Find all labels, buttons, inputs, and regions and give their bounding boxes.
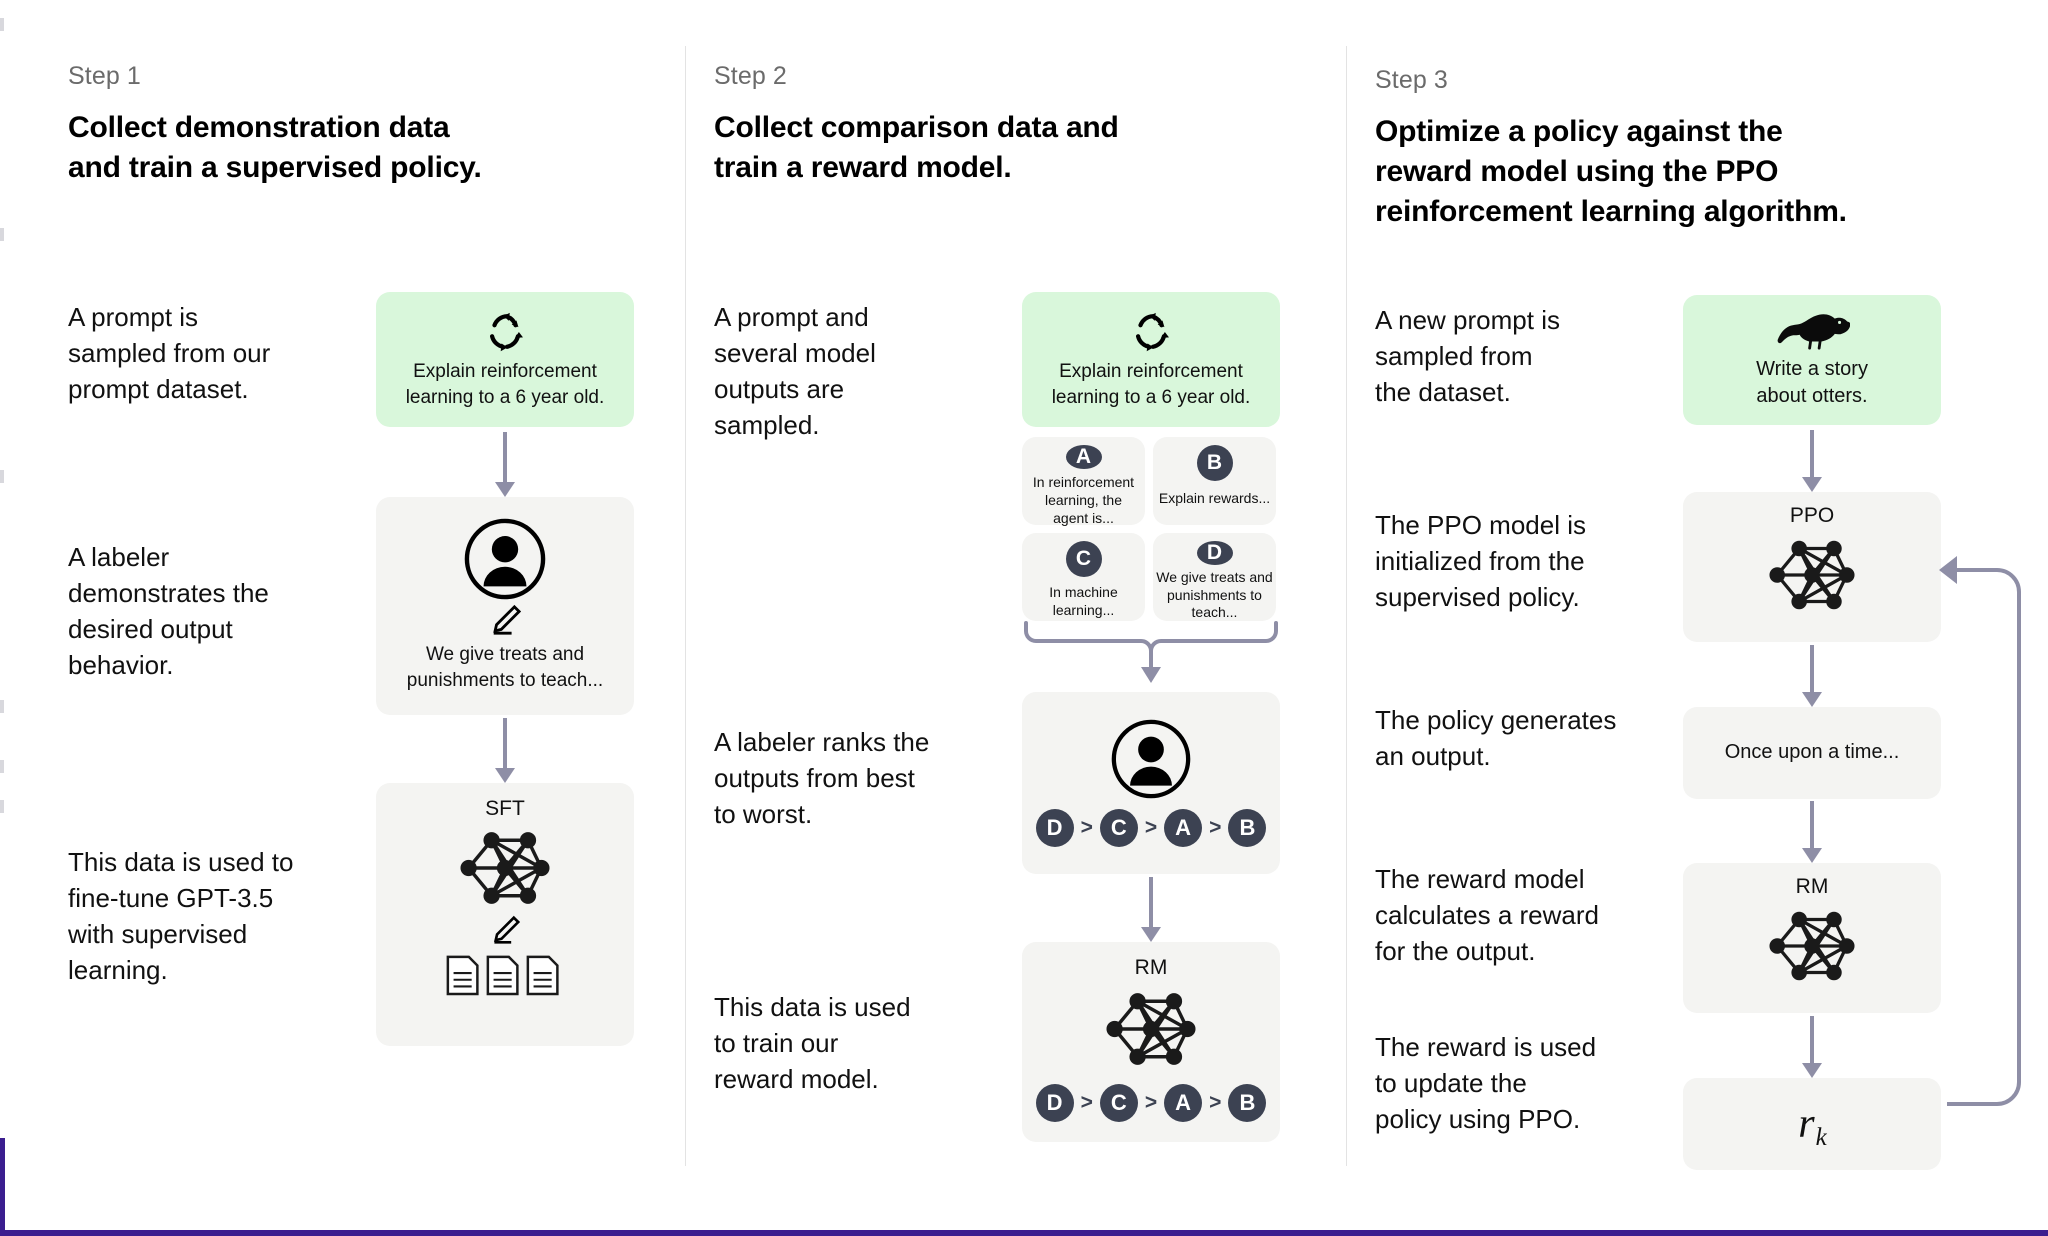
column-divider-1 <box>685 46 686 1166</box>
step-2-desc-1: A prompt and several model outputs are s… <box>714 302 876 440</box>
neural-network-icon <box>1093 984 1209 1074</box>
step-1-desc-3: This data is used to fine-tune GPT-3.5 w… <box>68 847 294 985</box>
step-3-column: Step 3 Optimize a policy against the rew… <box>1347 0 2021 1180</box>
step-3-ppo-card[interactable]: PPO <box>1683 492 1941 642</box>
step-2-desc-3: This data is used to train our reward mo… <box>714 992 911 1094</box>
pencil-icon <box>489 915 521 945</box>
rm-rank-chip-1: D <box>1035 1084 1074 1122</box>
step-2-rm-title: RM <box>1134 956 1168 979</box>
output-tag-a: A <box>1065 445 1102 469</box>
column-divider-2 <box>1346 46 1347 1166</box>
output-tag-d: D <box>1196 541 1233 565</box>
step-3-prompt-caption: Write a story about otters. <box>1756 357 1868 407</box>
neural-network-icon <box>1756 903 1868 989</box>
recycle-arrows-icon <box>482 309 528 353</box>
step-3-arrow-3 <box>1801 801 1823 863</box>
step-3-ppo-title: PPO <box>1789 504 1835 527</box>
step-2-title: Collect comparison data and train a rewa… <box>714 111 1119 184</box>
step-1-label: Step 1 <box>68 62 141 90</box>
rm-rank-chip-4: B <box>1228 1084 1267 1122</box>
step-2-prompt-card[interactable]: Explain reinforcement learning to a 6 ye… <box>1022 292 1280 427</box>
rank-chip-2: C <box>1099 809 1138 847</box>
rank-chip-1: D <box>1035 809 1074 847</box>
rank-gt-1: > <box>1080 816 1093 839</box>
output-d-text: We give treats and punishments to teach.… <box>1156 569 1273 620</box>
step-1-sft-title: SFT <box>485 797 525 820</box>
reward-symbol: rk <box>1798 1101 1827 1151</box>
step-2-labeler-ranking: D > C > A > B <box>1035 809 1267 847</box>
step-2-output-d[interactable]: D We give treats and punishments to teac… <box>1153 533 1276 621</box>
step-3-rm-card[interactable]: RM <box>1683 863 1941 1013</box>
step-3-desc-5: The reward is used to update the policy … <box>1375 1032 1597 1134</box>
step-3-output-card[interactable]: Once upon a time... <box>1683 707 1941 799</box>
step-1-labeler-caption: We give treats and punishments to teach.… <box>406 644 604 691</box>
step-3-label: Step 3 <box>1375 66 1448 94</box>
step-3-reward-card[interactable]: rk <box>1683 1078 1941 1170</box>
step-1-prompt-caption: Explain reinforcement learning to a 6 ye… <box>405 360 605 408</box>
person-circle-icon <box>464 518 546 600</box>
step-1-desc-2: A labeler demonstrates the desired outpu… <box>68 542 269 680</box>
step-3-feedback-arrow <box>1939 548 2025 1128</box>
step-1-title: Collect demonstration data and train a s… <box>68 111 482 184</box>
step-2-output-c[interactable]: C In machine learning... <box>1022 533 1145 621</box>
page-edge-ticks <box>0 0 6 1180</box>
step-1-sft-card[interactable]: SFT <box>376 783 634 1046</box>
rm-rank-chip-3: A <box>1164 1084 1203 1122</box>
reward-subscript: k <box>1815 1124 1827 1151</box>
step-2-column: Step 2 Collect comparison data and train… <box>686 0 1346 1180</box>
neural-network-icon <box>1756 532 1868 618</box>
browser-left-accent <box>0 1138 5 1236</box>
step-2-rm-card[interactable]: RM <box>1022 942 1280 1142</box>
pencil-icon <box>488 604 522 636</box>
step-2-output-b[interactable]: B Explain rewards... <box>1153 437 1276 525</box>
output-a-text: In reinforcement learning, the agent is.… <box>1032 474 1135 527</box>
rank-gt-2: > <box>1144 816 1158 839</box>
rm-rank-chip-2: C <box>1099 1084 1138 1122</box>
neural-network-icon <box>447 823 563 913</box>
step-3-output-caption: Once upon a time... <box>1724 741 1900 764</box>
step-2-labeler-rank-card[interactable]: D > C > A > B <box>1022 692 1280 874</box>
otter-icon <box>1774 310 1850 352</box>
step-1-column: Step 1 Collect demonstration data and tr… <box>40 0 685 1180</box>
step-1-arrow-1 <box>494 432 516 497</box>
rank-chip-3: A <box>1164 809 1203 847</box>
rm-rank-gt-3: > <box>1209 1091 1222 1114</box>
browser-bottom-accent <box>0 1230 2048 1236</box>
step-3-arrow-2 <box>1801 645 1823 707</box>
step-2-rm-ranking: D > C > A > B <box>1035 1084 1267 1122</box>
person-circle-icon <box>1111 719 1191 799</box>
step-3-desc-4: The reward model calculates a reward for… <box>1375 864 1599 966</box>
output-c-text: In machine learning... <box>1049 584 1118 619</box>
step-2-merge-brace <box>1022 621 1280 695</box>
step-3-rm-title: RM <box>1795 875 1829 898</box>
rlhf-diagram: Step 1 Collect demonstration data and tr… <box>40 0 2021 1180</box>
step-1-labeler-card[interactable]: We give treats and punishments to teach.… <box>376 497 634 715</box>
output-tag-b: B <box>1196 445 1233 481</box>
step-3-new-prompt-card[interactable]: Write a story about otters. <box>1683 295 1941 425</box>
step-2-desc-2: A labeler ranks the outputs from best to… <box>714 727 930 829</box>
rank-gt-3: > <box>1209 816 1222 839</box>
step-3-arrow-4 <box>1801 1016 1823 1078</box>
step-1-desc-1: A prompt is sampled from our prompt data… <box>68 302 271 404</box>
step-2-output-a[interactable]: A In reinforcement learning, the agent i… <box>1022 437 1145 527</box>
step-3-title: Optimize a policy against the reward mod… <box>1375 115 1847 228</box>
step-2-label: Step 2 <box>714 62 787 90</box>
step-2-prompt-caption: Explain reinforcement learning to a 6 ye… <box>1051 360 1251 408</box>
output-tag-c: C <box>1065 541 1102 577</box>
output-b-text: Explain rewards... <box>1158 490 1271 506</box>
step-2-arrow-2 <box>1140 877 1162 942</box>
rm-rank-gt-2: > <box>1144 1091 1158 1114</box>
step-1-arrow-2 <box>494 718 516 783</box>
step-3-desc-1: A new prompt is sampled from the dataset… <box>1375 305 1560 407</box>
step-3-desc-2: The PPO model is initialized from the su… <box>1375 510 1586 612</box>
rank-chip-4: B <box>1228 809 1267 847</box>
recycle-arrows-icon <box>1128 309 1174 353</box>
step-3-desc-3: The policy generates an output. <box>1375 705 1617 771</box>
step-3-arrow-1 <box>1801 430 1823 492</box>
rm-rank-gt-1: > <box>1080 1091 1093 1114</box>
documents-icon <box>445 953 565 997</box>
step-1-prompt-card[interactable]: Explain reinforcement learning to a 6 ye… <box>376 292 634 427</box>
